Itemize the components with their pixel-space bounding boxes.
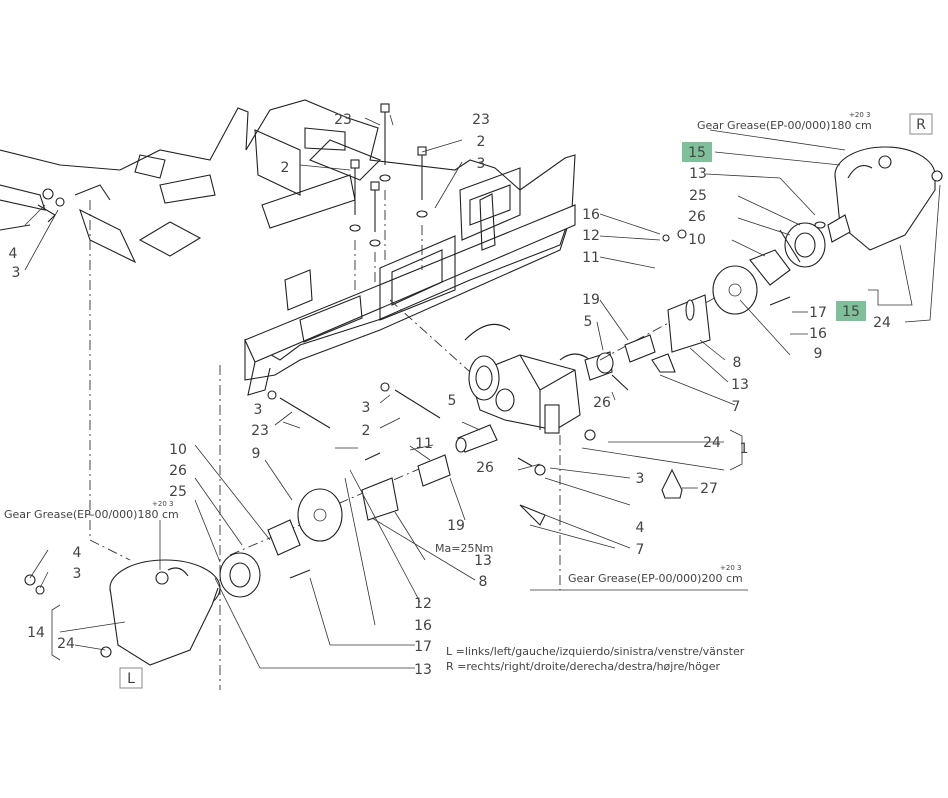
callout-number: 10 bbox=[688, 232, 706, 248]
callout-number: 9 bbox=[814, 346, 823, 362]
svg-text:L: L bbox=[127, 671, 135, 687]
torque-note: Ma=25Nm bbox=[435, 542, 493, 555]
frame-assembly bbox=[0, 99, 576, 396]
callout-number: 3 bbox=[636, 471, 645, 487]
grease-note-right: +20 3 Gear Grease(EP-00/000)180 cm bbox=[697, 111, 872, 132]
leader-lines bbox=[24, 114, 941, 669]
callout-number: 3 bbox=[362, 400, 371, 416]
callout-number: 15 bbox=[842, 304, 860, 320]
callout-number: 7 bbox=[636, 542, 645, 558]
callout-number: 24 bbox=[873, 315, 891, 331]
svg-text:+20 3: +20 3 bbox=[849, 111, 870, 119]
callout-number: 24 bbox=[57, 636, 75, 652]
callout-number: 26 bbox=[169, 463, 187, 479]
callout-highlight bbox=[836, 301, 866, 321]
grease-note-left: +20 3 Gear Grease(EP-00/000)180 cm bbox=[4, 500, 179, 521]
legend-left: L =links/left/gauche/izquierdo/sinistra/… bbox=[446, 645, 745, 658]
callout-number: 15 bbox=[688, 145, 706, 161]
callout-number: 11 bbox=[415, 436, 433, 452]
callout-number: 26 bbox=[593, 395, 611, 411]
callout-number: 5 bbox=[584, 314, 593, 330]
callout-number: 17 bbox=[809, 305, 827, 321]
callout-number: 3 bbox=[73, 566, 82, 582]
svg-text:Gear Grease(EP-00/000)180 cm: Gear Grease(EP-00/000)180 cm bbox=[4, 508, 179, 521]
callout-number: 16 bbox=[582, 207, 600, 223]
callout-highlight bbox=[682, 142, 712, 162]
svg-text:R: R bbox=[916, 117, 926, 133]
callout-number: 19 bbox=[447, 518, 465, 534]
corner-label-r: R bbox=[909, 113, 933, 135]
frame-bolts bbox=[37, 103, 428, 290]
callout-number: 2 bbox=[362, 423, 371, 439]
grease-note-center: +20 3 Gear Grease(EP-00/000)200 cm bbox=[568, 564, 743, 585]
callout-number: 13 bbox=[731, 377, 749, 393]
callout-number: 2 bbox=[477, 134, 486, 150]
callout-number: 13 bbox=[474, 553, 492, 569]
legend-right: R =rechts/right/droite/derecha/destra/hø… bbox=[446, 660, 721, 673]
callout-number: 23 bbox=[472, 112, 490, 128]
callout-number: 26 bbox=[476, 460, 494, 476]
callout-number: 1 bbox=[740, 441, 749, 457]
callout-number: 12 bbox=[582, 228, 600, 244]
callout-number: 4 bbox=[9, 246, 18, 262]
callout-number: 7 bbox=[732, 399, 741, 415]
callout-number: 8 bbox=[479, 574, 488, 590]
callout-number: 26 bbox=[688, 209, 706, 225]
right-driveline bbox=[517, 146, 943, 526]
callout-number: 19 bbox=[582, 292, 600, 308]
callout-number: 4 bbox=[73, 545, 82, 561]
center-gearbox bbox=[89, 200, 721, 690]
callout-number: 16 bbox=[414, 618, 432, 634]
svg-text:+20 3: +20 3 bbox=[152, 500, 173, 508]
side-legend: L =links/left/gauche/izquierdo/sinistra/… bbox=[446, 645, 745, 673]
callout-number: 11 bbox=[582, 250, 600, 266]
callout-number: 25 bbox=[169, 484, 187, 500]
svg-text:Gear Grease(EP-00/000)180 cm: Gear Grease(EP-00/000)180 cm bbox=[697, 119, 872, 132]
callout-number: 23 bbox=[251, 423, 269, 439]
callout-number: 14 bbox=[27, 625, 45, 641]
callout-number: 9 bbox=[252, 446, 261, 462]
callout-number: 25 bbox=[689, 188, 707, 204]
callout-number: 2 bbox=[281, 160, 290, 176]
callout-number: 13 bbox=[689, 166, 707, 182]
callout-number: 16 bbox=[809, 326, 827, 342]
svg-text:Gear Grease(EP-00/000)200 cm: Gear Grease(EP-00/000)200 cm bbox=[568, 572, 743, 585]
callout-number: 5 bbox=[448, 393, 457, 409]
callout-number: 4 bbox=[636, 520, 645, 536]
callout-number: 13 bbox=[414, 662, 432, 678]
svg-text:+20 3: +20 3 bbox=[720, 564, 741, 572]
callout-number: 8 bbox=[733, 355, 742, 371]
callout-number: 17 bbox=[414, 639, 432, 655]
callout-number: 12 bbox=[414, 596, 432, 612]
corner-label-l: L bbox=[119, 667, 143, 689]
callout-number: 27 bbox=[700, 481, 718, 497]
callout-number: 10 bbox=[169, 442, 187, 458]
callout-number: 3 bbox=[12, 265, 21, 281]
callout-number: 3 bbox=[477, 156, 486, 172]
callout-number: 3 bbox=[254, 402, 263, 418]
callout-number: 23 bbox=[334, 112, 352, 128]
callout-number: 24 bbox=[703, 435, 721, 451]
